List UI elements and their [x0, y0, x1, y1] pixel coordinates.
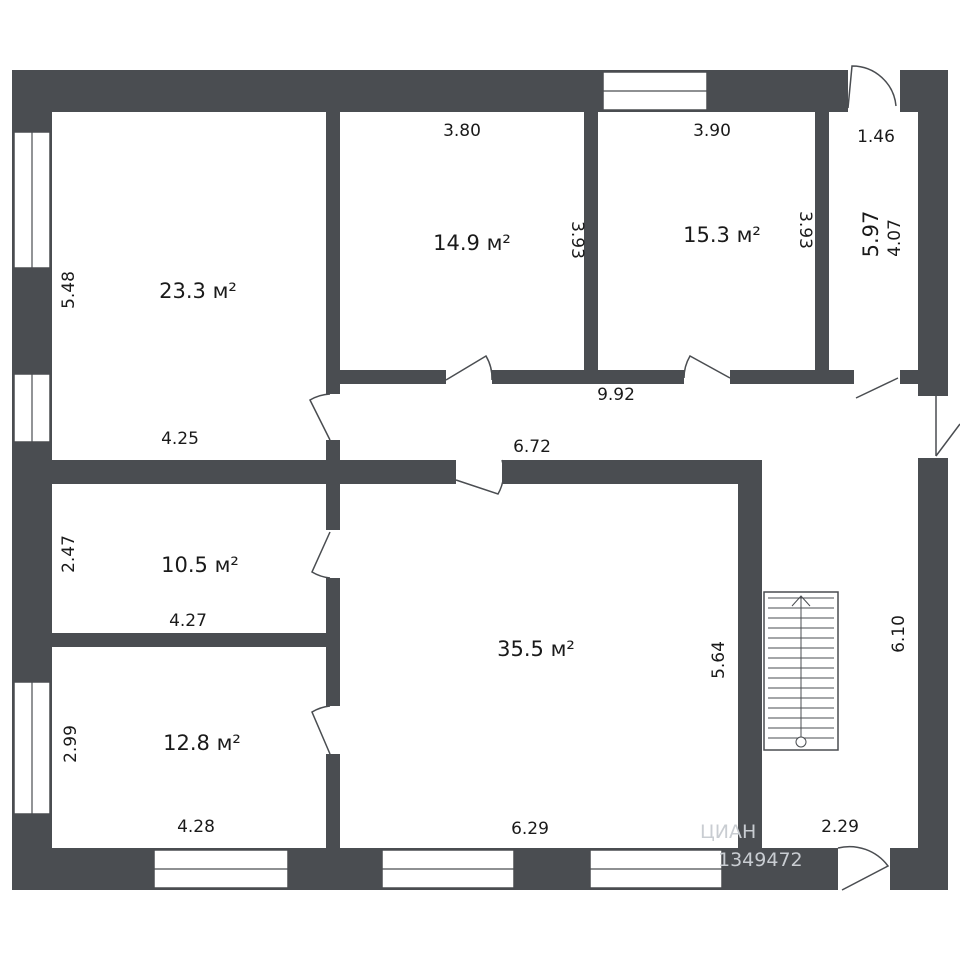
window-left-middle — [13, 373, 51, 443]
window-top — [602, 71, 708, 111]
window-left-bottom — [13, 681, 51, 815]
room-g-area: 35.5 м² — [497, 637, 575, 661]
stair-direction-arrow — [791, 595, 811, 742]
door-room-e — [311, 530, 341, 579]
room-d-width: 1.46 — [857, 127, 895, 147]
room-b-height: 3.93 — [567, 221, 587, 259]
window-left-top — [13, 131, 51, 269]
door-right-exterior — [917, 396, 960, 458]
room-c-width: 3.90 — [693, 121, 731, 141]
room-e-height: 2.47 — [59, 535, 79, 573]
door-bottom-exterior — [837, 845, 890, 891]
room-b-area: 14.9 м² — [433, 231, 511, 255]
window-bottom-1 — [153, 849, 289, 889]
watermark: ЦИАН 1349472 — [700, 821, 803, 871]
room-g-width: 6.29 — [511, 819, 549, 839]
room-e-area: 10.5 м² — [161, 553, 239, 577]
room-f-height: 2.99 — [61, 725, 81, 763]
room-g-height: 5.64 — [709, 641, 729, 679]
room-c-area: 15.3 м² — [683, 223, 761, 247]
door-room-c — [683, 354, 731, 385]
room-f-width: 4.28 — [177, 817, 215, 837]
room-a-height: 5.48 — [59, 271, 79, 309]
stair-start-marker — [795, 736, 807, 748]
door-top-right — [847, 65, 900, 112]
window-bottom-3 — [589, 849, 723, 889]
door-room-a — [309, 393, 341, 441]
room-f-area: 12.8 м² — [163, 731, 241, 755]
corridor-bottom-width: 2.29 — [821, 817, 859, 837]
corridor-right-height: 6.10 — [889, 615, 909, 653]
windows — [13, 71, 723, 889]
door-room-f — [311, 705, 341, 755]
staircase — [763, 591, 839, 751]
watermark-id: 1349472 — [718, 849, 803, 871]
corridor-top-length: 9.92 — [597, 385, 635, 405]
door-room-d — [854, 369, 900, 399]
door-room-b — [445, 354, 493, 385]
room-a-width: 4.25 — [161, 429, 199, 449]
doors — [309, 65, 960, 891]
room-c-height: 3.93 — [795, 211, 815, 249]
room-a-area: 23.3 м² — [159, 279, 237, 303]
room-b-width: 3.80 — [443, 121, 481, 141]
room-e-width: 4.27 — [169, 611, 207, 631]
window-bottom-2 — [381, 849, 515, 889]
door-room-g — [455, 459, 505, 495]
corridor-middle-length: 6.72 — [513, 437, 551, 457]
room-d-area: 5.97 — [859, 211, 883, 258]
room-d-height: 4.07 — [885, 219, 905, 257]
watermark-brand: ЦИАН — [700, 821, 756, 843]
